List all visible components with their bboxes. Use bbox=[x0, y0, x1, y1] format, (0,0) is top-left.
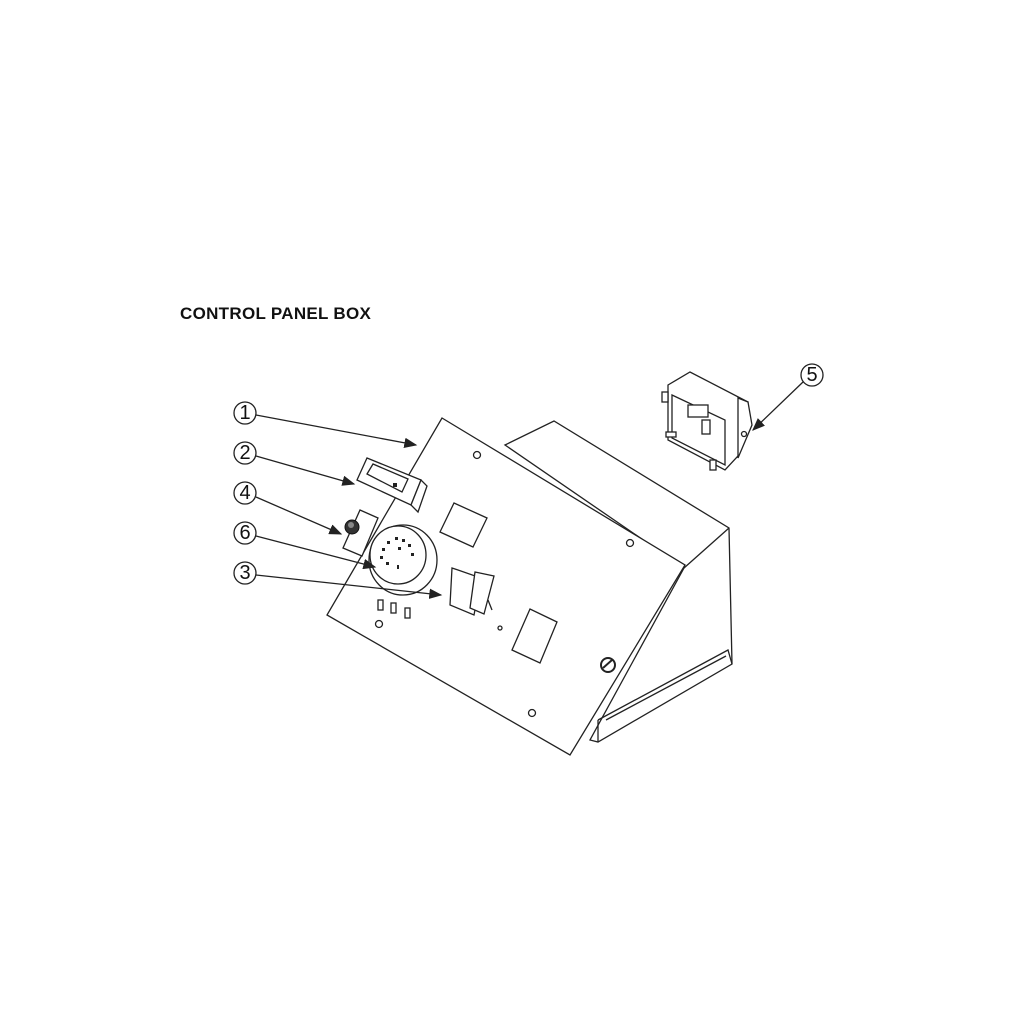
callout-number: 2 bbox=[239, 442, 250, 464]
transformer bbox=[661, 371, 753, 471]
enclosure-box bbox=[503, 420, 733, 743]
screw bbox=[600, 657, 616, 673]
callout-3: 3 bbox=[233, 561, 443, 599]
callout-number: 6 bbox=[239, 522, 250, 544]
callout-number: 4 bbox=[239, 482, 250, 504]
callout-2: 2 bbox=[233, 441, 356, 486]
callout-number: 3 bbox=[239, 562, 250, 584]
callout-5: 5 bbox=[752, 363, 824, 431]
callout-6: 6 bbox=[233, 521, 377, 570]
knob bbox=[342, 509, 379, 557]
diagram-title: CONTROL PANEL BOX bbox=[180, 304, 372, 323]
callout-number: 5 bbox=[806, 364, 817, 386]
rectangular-cutout bbox=[511, 608, 558, 664]
callout-4: 4 bbox=[233, 481, 343, 535]
callout-number: 1 bbox=[239, 402, 250, 424]
switch bbox=[377, 502, 495, 619]
hour-meter bbox=[356, 457, 428, 514]
callout-1: 1 bbox=[233, 401, 418, 448]
timer-dial bbox=[368, 524, 438, 596]
